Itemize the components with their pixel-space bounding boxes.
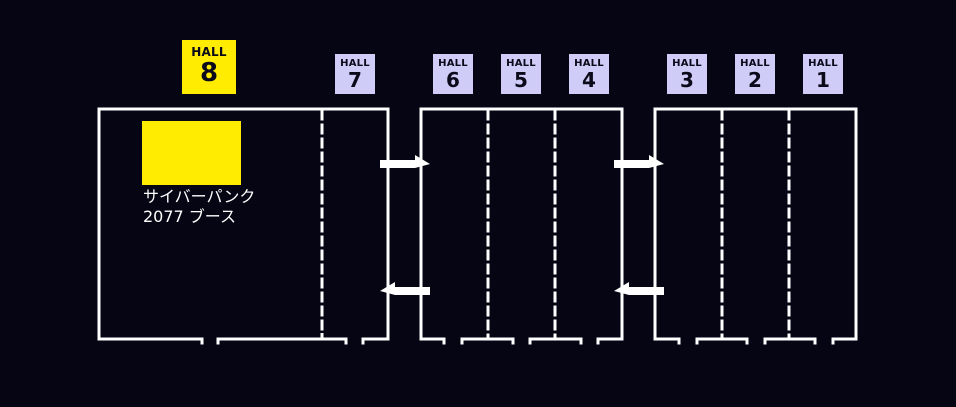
hall-badge-8[interactable]: HALL 8 — [182, 40, 236, 94]
building-a-wall — [97, 107, 390, 345]
building-a-bottom-wall — [216, 337, 348, 345]
hall-number: 6 — [446, 68, 460, 92]
building-c-bottom-wall-1 — [695, 337, 749, 345]
hall-number: 1 — [816, 68, 830, 92]
booth-label-line1: サイバーパンク — [143, 187, 256, 206]
arrow-right-icon[interactable] — [614, 155, 664, 168]
hall-badge-2[interactable]: HALL 2 — [735, 54, 775, 94]
building-b-bottom-wall-1 — [460, 337, 515, 345]
cyberpunk-booth[interactable] — [142, 121, 241, 185]
hall-number: 7 — [348, 68, 362, 92]
booth-label-line2: 2077 ブース — [143, 207, 237, 226]
hall-label: HALL — [808, 58, 838, 69]
hall-label: HALL — [574, 58, 604, 69]
hall-label: HALL — [191, 45, 227, 59]
hall-label: HALL — [438, 58, 468, 69]
hall-number: 8 — [199, 58, 219, 88]
hall-label: HALL — [672, 58, 702, 69]
building-b-bottom-wall-2 — [528, 337, 583, 345]
hall-label: HALL — [340, 58, 370, 69]
hall-label: HALL — [506, 58, 536, 69]
hall-number: 4 — [582, 68, 596, 92]
hall-number: 3 — [680, 68, 694, 92]
hall-label: HALL — [740, 58, 770, 69]
hall-badge-5[interactable]: HALL 5 — [501, 54, 541, 94]
booth-label: サイバーパンク 2077 ブース — [143, 187, 255, 227]
building-c-bottom-wall-2 — [763, 337, 817, 345]
arrow-left-icon[interactable] — [380, 282, 430, 295]
hall-badge-3[interactable]: HALL 3 — [667, 54, 707, 94]
building-b-wall — [419, 107, 624, 345]
building-c-wall — [653, 107, 858, 345]
arrow-left-icon[interactable] — [614, 282, 664, 295]
hall-number: 2 — [748, 68, 762, 92]
hall-badge-7[interactable]: HALL 7 — [335, 54, 375, 94]
hall-badge-6[interactable]: HALL 6 — [433, 54, 473, 94]
arrow-right-icon[interactable] — [380, 155, 430, 168]
hall-badge-4[interactable]: HALL 4 — [569, 54, 609, 94]
hall-badge-1[interactable]: HALL 1 — [803, 54, 843, 94]
hall-number: 5 — [514, 68, 528, 92]
